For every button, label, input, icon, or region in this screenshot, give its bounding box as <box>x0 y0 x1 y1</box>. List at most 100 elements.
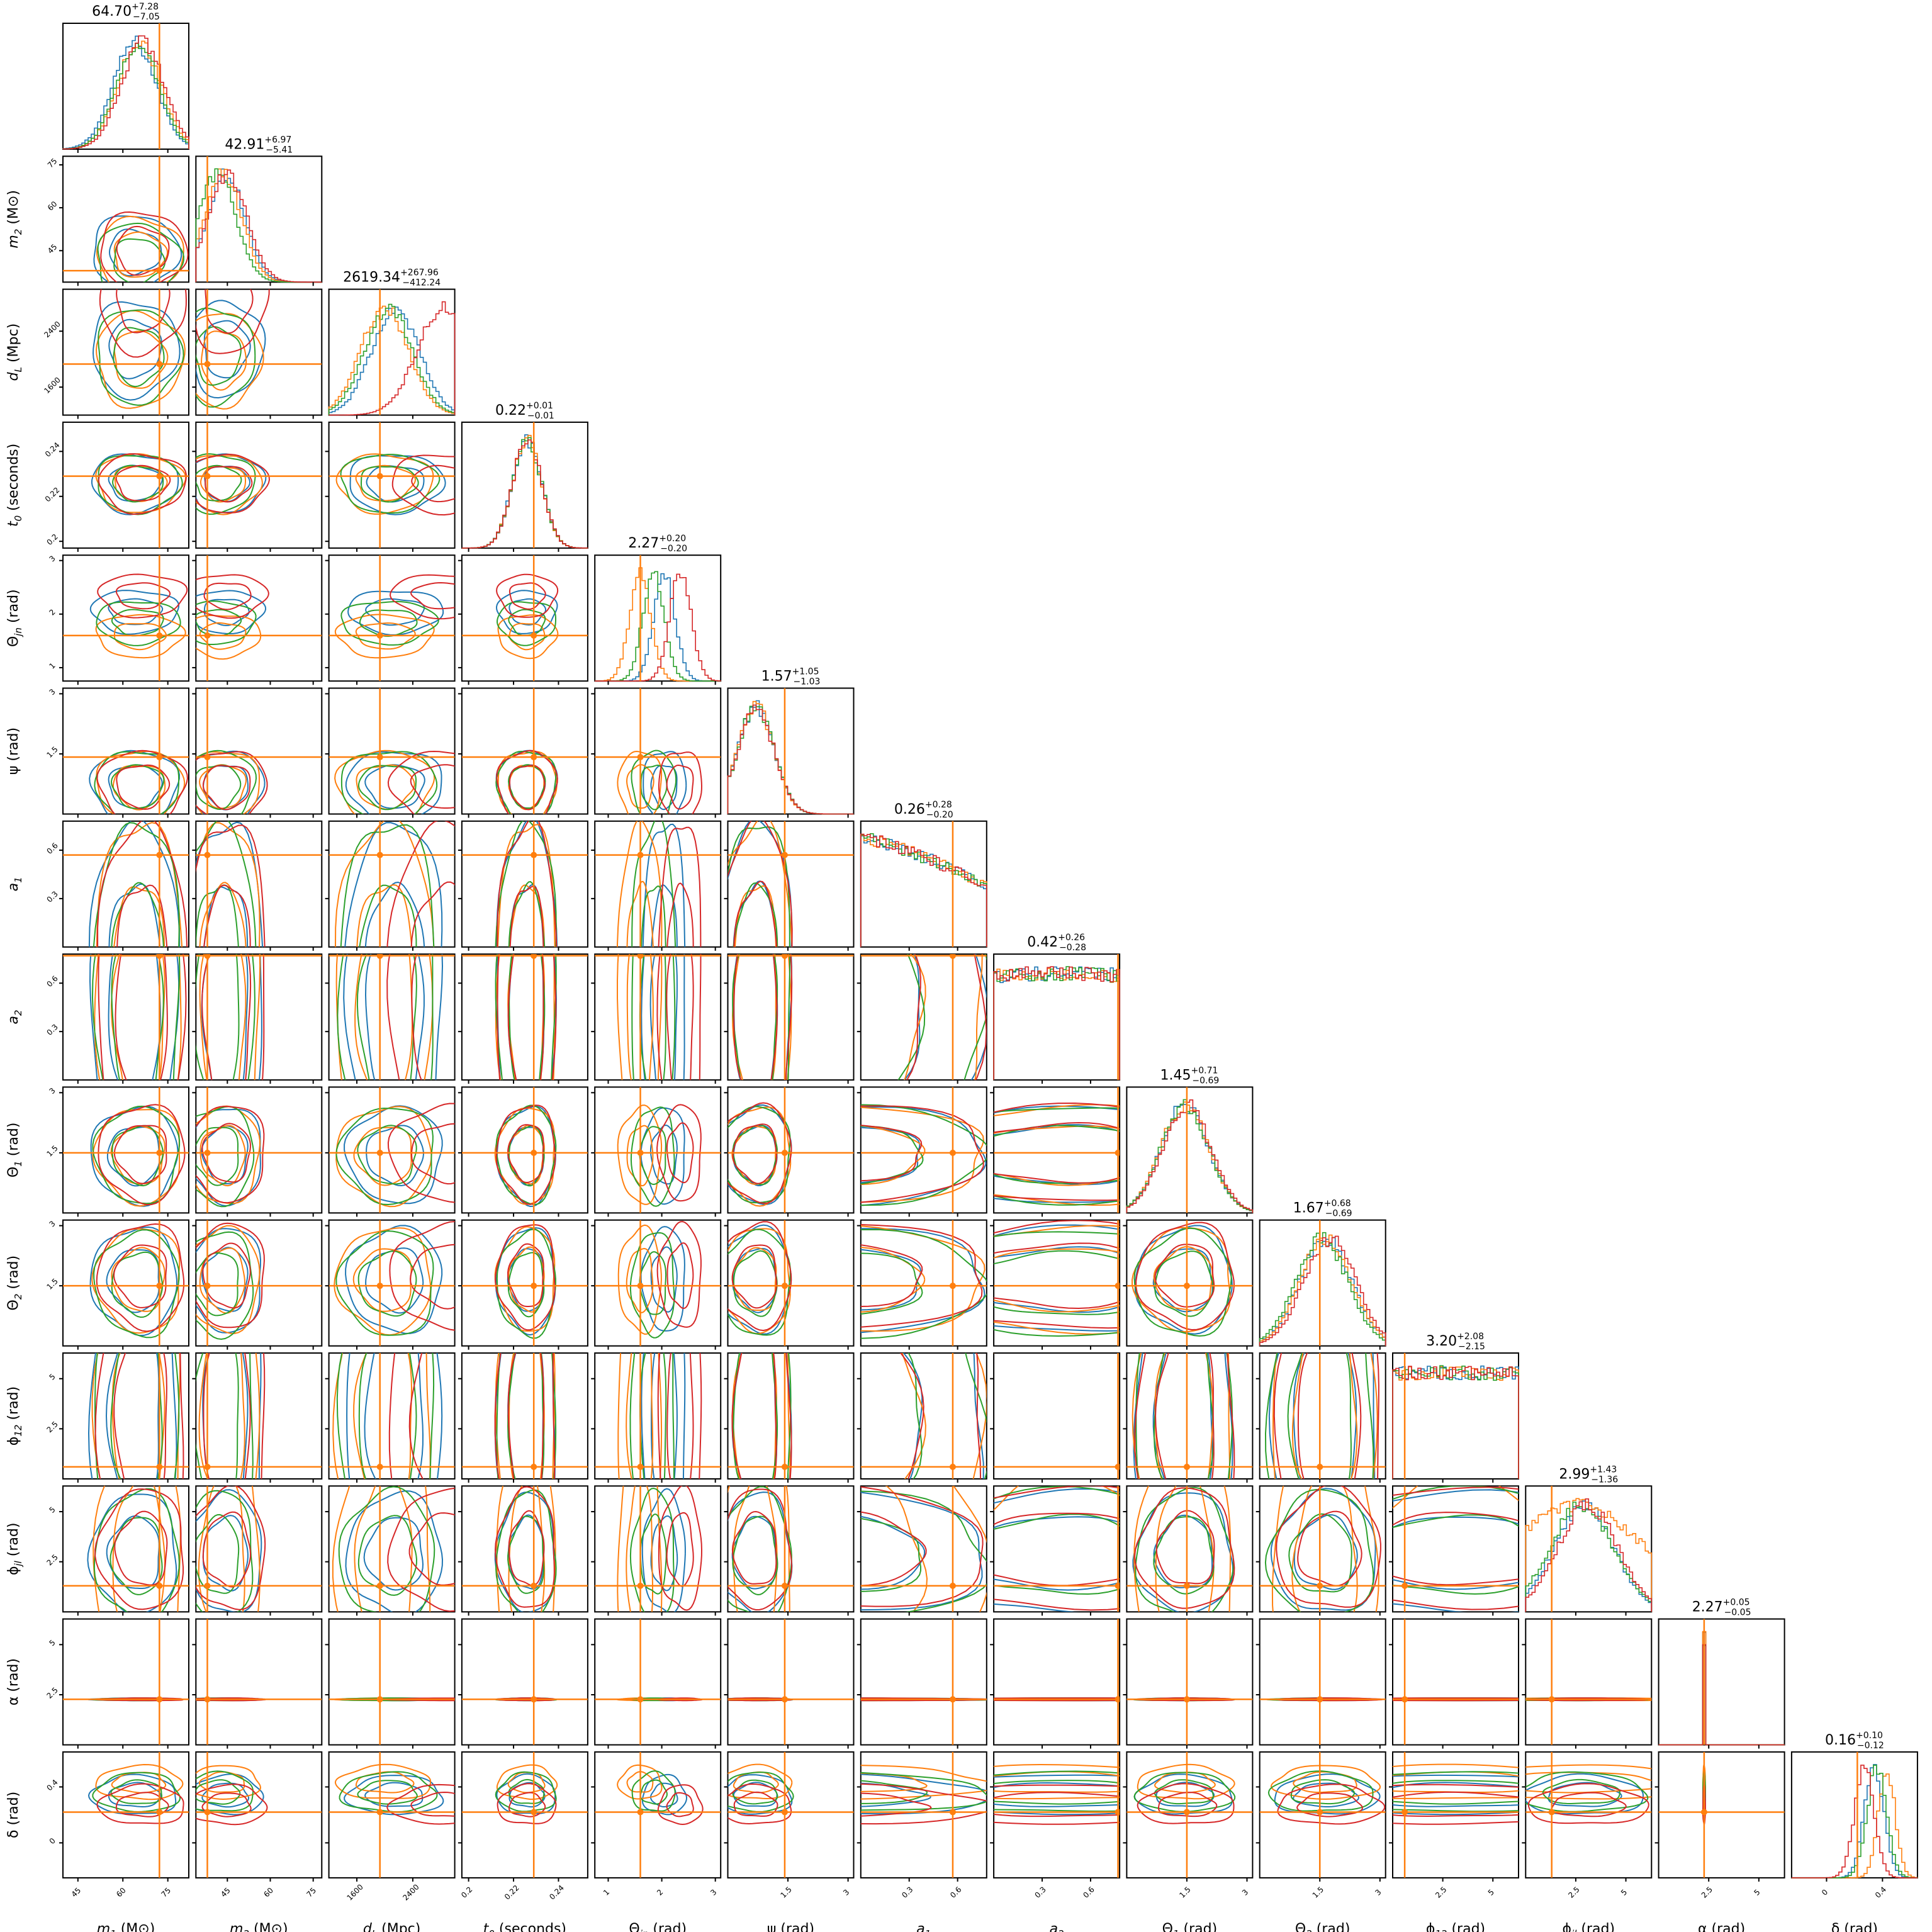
y-axis-label-psi: ψ (rad) <box>6 727 21 775</box>
contour-series-4-level-2 <box>785 1353 792 1479</box>
truth-point <box>1115 1283 1120 1289</box>
truth-point <box>531 1696 537 1703</box>
panel-frame-delta-m1 <box>62 1751 189 1879</box>
x-tick-label-psi: 3 <box>841 1887 851 1897</box>
contour-series-2-level-1 <box>113 886 166 947</box>
hist-phi12-series-4 <box>1392 1366 1519 1479</box>
contours-theta1-vs-m1 <box>63 1087 189 1213</box>
x-tick-label-phi12: 5 <box>1486 1887 1496 1897</box>
y-axis-label-t0: t0 (seconds) <box>6 444 24 527</box>
contour-series-2-level-2 <box>1133 1486 1232 1612</box>
contour-series-2-level-1 <box>198 1486 245 1612</box>
contour-series-4-level-1 <box>205 466 253 503</box>
contour-series-2-level-2 <box>617 1486 663 1612</box>
truth-point <box>156 473 163 480</box>
contour-series-2-level-2 <box>496 1764 558 1800</box>
contours-theta1-vs-a2 <box>994 1087 1120 1213</box>
truth-point <box>376 754 383 761</box>
contour-series-2-level-1 <box>353 1353 413 1479</box>
truth-point <box>531 754 537 761</box>
contours-phijl-vs-theta-jn <box>595 1486 721 1612</box>
y-tick-label-phijl: 2.5 <box>45 1553 59 1567</box>
contour-series-4-level-1 <box>201 954 252 1081</box>
contour-series-2-level-1 <box>626 1247 654 1313</box>
contours-phijl-vs-m1 <box>63 1486 189 1612</box>
contour-series-1-level-2 <box>345 1225 443 1334</box>
contour-series-3-level-2 <box>495 1771 557 1812</box>
contour-series-1-level-2 <box>970 954 987 1081</box>
contour-series-2-level-1 <box>731 954 777 1081</box>
contour-series-4-level-2 <box>1273 1353 1379 1479</box>
contour-series-3-level-1 <box>196 1514 240 1594</box>
contour-series-3-level-1 <box>110 1517 163 1595</box>
y-tick-label-psi: 1.5 <box>45 744 59 759</box>
hist-a2-series-1 <box>993 966 1120 1081</box>
panel-frame-alpha-phi12 <box>1392 1618 1519 1746</box>
y-tick-label-m2: 60 <box>46 199 59 213</box>
panel-frame-theta2-m1 <box>62 1219 189 1347</box>
contour-series-4-level-2 <box>1277 1783 1386 1825</box>
truth-point <box>781 851 788 858</box>
contours-a1-vs-psi <box>727 821 854 947</box>
contour-series-4-level-2 <box>196 1697 267 1702</box>
contour-series-1-level-1 <box>366 464 425 503</box>
contours-phi12-vs-dl <box>329 1353 455 1479</box>
title-delta: 0.16+0.10−0.12 <box>1825 1731 1884 1751</box>
panel-frame-a2-a1 <box>860 953 987 1081</box>
title-theta1: 1.45+0.71−0.69 <box>1160 1065 1220 1086</box>
hist-alpha-series-1 <box>1658 1632 1785 1746</box>
contour-series-4-level-1 <box>115 582 171 610</box>
y-tick-label-t0: 0.22 <box>43 486 62 504</box>
panel-frame-delta-theta-jn <box>594 1751 722 1879</box>
contours-alpha-vs-a1 <box>860 1619 987 1745</box>
title-a2: 0.42+0.26−0.28 <box>1027 933 1086 953</box>
contours-theta1-vs-theta-jn <box>595 1087 721 1213</box>
contour-series-2-level-2 <box>786 954 792 1081</box>
contour-series-1-level-2 <box>641 1353 686 1479</box>
contours-phijl-vs-a2 <box>882 1420 1222 1701</box>
contour-series-4-level-2 <box>727 1488 793 1611</box>
contour-series-2-level-2 <box>882 1420 1222 1701</box>
contour-series-1-level-2 <box>860 1773 987 1815</box>
truth-point <box>204 1283 211 1289</box>
contour-series-4-level-2 <box>1137 1783 1235 1824</box>
contour-series-4-level-2 <box>497 821 558 947</box>
contour-series-2-level-1 <box>626 1353 654 1479</box>
hist-phi12-series-2 <box>1392 1366 1519 1479</box>
contour-series-1-level-1 <box>651 884 678 947</box>
contour-series-2-level-2 <box>196 751 261 814</box>
contours-psi-vs-theta-jn <box>595 688 721 814</box>
contours-a2-vs-psi <box>727 954 854 1081</box>
panel-frame-a2-t0 <box>461 953 588 1081</box>
contour-series-3-level-2 <box>495 821 557 947</box>
contour-series-4-level-2 <box>386 954 400 1081</box>
contour-series-4-level-1 <box>116 764 171 810</box>
contour-series-1-level-2 <box>89 750 181 814</box>
contour-series-1-level-1 <box>649 954 678 1081</box>
contour-series-1-level-2 <box>89 954 180 1081</box>
contour-series-4-level-1 <box>116 225 170 276</box>
contour-series-2-level-2 <box>617 1353 663 1479</box>
contour-series-4-level-2 <box>496 573 559 618</box>
truth-point <box>949 954 956 959</box>
hist-phi12-series-3 <box>1392 1365 1519 1479</box>
y-tick-label-dl: 1600 <box>42 376 62 395</box>
hist-m1-series-2 <box>62 40 189 150</box>
hist-theta1-series-2 <box>1126 1101 1254 1213</box>
truth-point <box>156 1809 163 1816</box>
y-axis-label-theta1: Θ1 (rad) <box>6 1123 24 1178</box>
contour-series-1-level-1 <box>994 1124 1120 1186</box>
contours-delta-vs-t0 <box>461 1751 588 1878</box>
contour-series-2-level-2 <box>335 1106 432 1208</box>
y-axis-label-delta: δ (rad) <box>6 1792 21 1838</box>
hist-dl-series-3 <box>328 303 456 415</box>
contour-series-4-level-1 <box>409 1244 455 1310</box>
contour-series-4-level-2 <box>196 289 270 354</box>
contour-series-4-level-2 <box>494 1486 555 1608</box>
contour-series-2-level-1 <box>113 330 169 389</box>
contour-series-3-level-2 <box>860 1772 987 1811</box>
contours-delta-vs-m1 <box>63 1751 189 1878</box>
y-tick-label-dl: 2400 <box>42 320 62 339</box>
contour-series-4-level-2 <box>387 750 455 814</box>
contour-series-4-level-2 <box>994 1102 1120 1201</box>
